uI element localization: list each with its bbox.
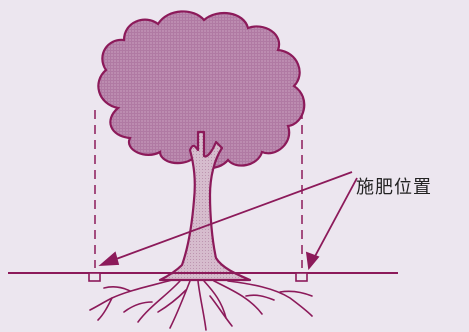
dripline-guides [94,110,303,268]
fertilizer-hole-right [295,272,308,282]
arrowhead-right [305,251,320,271]
tree-crown [97,10,306,170]
pointer-arrows [98,171,358,271]
arrowhead-left [98,251,120,267]
fertilizer-hole-left [88,272,101,282]
fertilizer-position-label: 施肥位置 [356,177,432,198]
arrow-to-left-hole [107,171,353,263]
arrow-to-right-hole [312,177,358,261]
roots [89,279,313,331]
tree-trunk [158,130,252,282]
